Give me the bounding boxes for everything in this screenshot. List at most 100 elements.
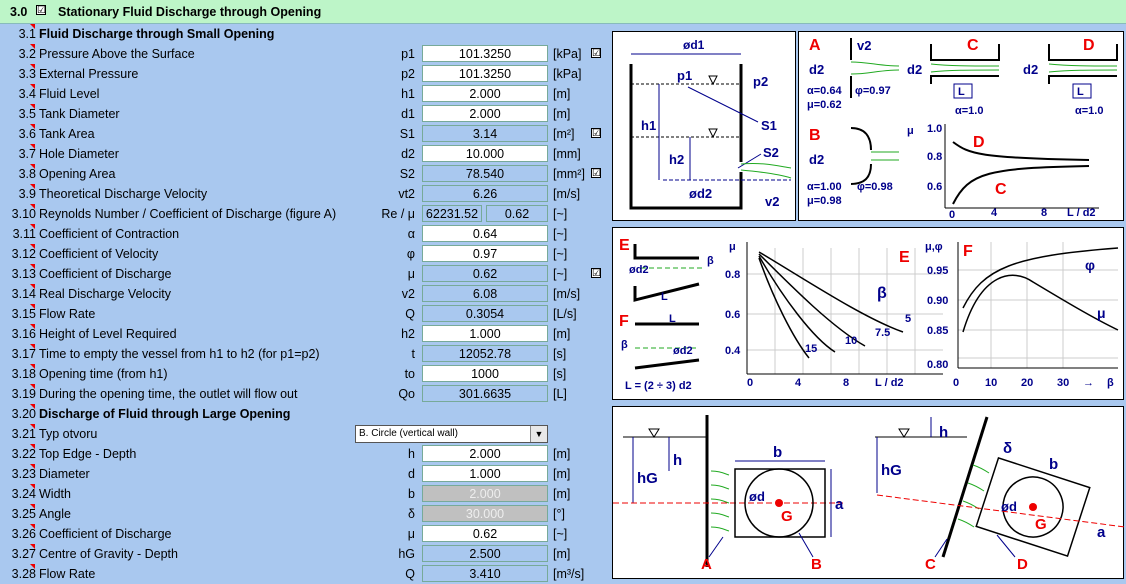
row-value[interactable]: 2.000 xyxy=(422,85,548,102)
row-label: Height of Level Required xyxy=(39,327,177,341)
section-checkbox[interactable]: ☑ xyxy=(36,5,46,16)
nozzle-d2-label: d2 xyxy=(809,62,824,77)
svg-text:G: G xyxy=(1035,516,1047,533)
row-label: Coefficient of Velocity xyxy=(39,247,159,261)
row-value[interactable]: 2.000 xyxy=(422,445,548,462)
svg-text:β: β xyxy=(621,339,628,351)
row-unit: [mm²] xyxy=(553,167,585,181)
row-number: 3.14 xyxy=(11,287,36,301)
row-value[interactable]: 101.3250 xyxy=(422,65,548,82)
row-unit: [m] xyxy=(553,487,571,501)
row-label: During the opening time, the outlet will… xyxy=(39,387,298,401)
row-label: Top Edge - Depth xyxy=(39,447,137,461)
row-value[interactable]: 2.000 xyxy=(422,105,548,122)
graph-E-curve-5: 5 xyxy=(905,313,911,325)
row-label: Real Discharge Velocity xyxy=(39,287,172,301)
row-label: Fluid Discharge through Small Opening xyxy=(39,27,275,41)
nozzle-y06: 0.6 xyxy=(927,181,942,193)
row-unit: [s] xyxy=(553,347,567,361)
row-checkbox[interactable]: ☑ xyxy=(591,48,601,59)
row-number: 3.15 xyxy=(11,307,36,321)
row-value[interactable]: 1.000 xyxy=(422,465,548,482)
row-label: Flow Rate xyxy=(39,567,96,581)
row-value[interactable]: 101.3250 xyxy=(422,45,548,62)
row-unit: [~] xyxy=(553,227,568,241)
opening-type-select[interactable]: B. Circle (vertical wall)▼ xyxy=(355,425,548,443)
row-checkbox[interactable]: ☑ xyxy=(591,268,601,279)
nozzle-a-alpha: α=0.64 xyxy=(807,85,842,97)
row-number: 3.21 xyxy=(11,427,36,441)
row-value[interactable]: 0.97 xyxy=(422,245,548,262)
section-title: Stationary Fluid Discharge through Openi… xyxy=(58,5,322,19)
row-value[interactable]: 1000 xyxy=(422,365,548,382)
row-value: 2.500 xyxy=(422,545,548,562)
graph-E-xlabel: L / d2 xyxy=(875,377,904,389)
row-number: 3.23 xyxy=(11,467,36,481)
large-D-label: D xyxy=(1017,556,1028,573)
chevron-down-icon[interactable]: ▼ xyxy=(530,426,547,442)
row-checkbox[interactable]: ☑ xyxy=(591,128,601,139)
row-symbol: Re / μ xyxy=(381,207,415,221)
graph-F-x0: 0 xyxy=(953,377,959,389)
row-unit: [~] xyxy=(553,267,568,281)
row-label: Flow Rate xyxy=(39,307,96,321)
row-value: 30.000 xyxy=(422,505,548,522)
tank-h1-label: h1 xyxy=(641,118,656,133)
row-unit: [m³/s] xyxy=(553,567,585,581)
comment-marker xyxy=(30,304,35,309)
row-symbol: Q xyxy=(405,567,415,581)
row-unit: [~] xyxy=(553,247,568,261)
nozzle-x0: 0 xyxy=(949,209,955,221)
svg-text:ød: ød xyxy=(1001,499,1017,514)
graph-F-y085: 0.85 xyxy=(927,325,948,337)
row-number: 3.1 xyxy=(18,27,36,41)
comment-marker xyxy=(30,444,35,449)
row-value[interactable]: 1.000 xyxy=(422,325,548,342)
row-unit: [L/s] xyxy=(553,307,577,321)
nozzle-a-phi: φ=0.97 xyxy=(855,85,891,97)
row-label: Centre of Gravity - Depth xyxy=(39,547,178,561)
tank-d1-label: ød1 xyxy=(683,38,705,52)
row-number: 3.20 xyxy=(11,407,36,421)
comment-marker xyxy=(30,564,35,569)
graph-F-x30: 30 xyxy=(1057,377,1069,389)
reynolds-value: 62231.52 xyxy=(422,205,482,222)
graph-F-y095: 0.95 xyxy=(927,265,948,277)
row-label: Coefficient of Discharge xyxy=(39,267,172,281)
row-value[interactable]: 10.000 xyxy=(422,145,548,162)
row-checkbox[interactable]: ☑ xyxy=(591,168,601,179)
row-label: External Pressure xyxy=(39,67,139,81)
row-value[interactable]: 0.64 xyxy=(422,225,548,242)
nozzle-y08: 0.8 xyxy=(927,151,942,163)
row-symbol: δ xyxy=(408,507,415,521)
row-value: 0.62 xyxy=(422,265,548,282)
row-label: Theoretical Discharge Velocity xyxy=(39,187,208,201)
row-symbol: p2 xyxy=(401,67,415,81)
graph-F-phi: φ xyxy=(1085,257,1095,273)
comment-marker xyxy=(30,224,35,229)
graph-F-label: F xyxy=(619,313,629,330)
row-symbol: to xyxy=(404,367,415,381)
row-unit: [m] xyxy=(553,467,571,481)
row-label: Typ otvoru xyxy=(39,427,98,441)
tank-s2-label: S2 xyxy=(763,145,779,160)
row-label: Coefficient of Discharge xyxy=(39,527,172,541)
comment-marker xyxy=(30,364,35,369)
row-unit: [m/s] xyxy=(553,287,581,301)
svg-text:C: C xyxy=(995,181,1007,198)
row-value[interactable]: 0.62 xyxy=(422,525,548,542)
large-B-label: B xyxy=(811,556,822,573)
row-symbol: p1 xyxy=(401,47,415,61)
